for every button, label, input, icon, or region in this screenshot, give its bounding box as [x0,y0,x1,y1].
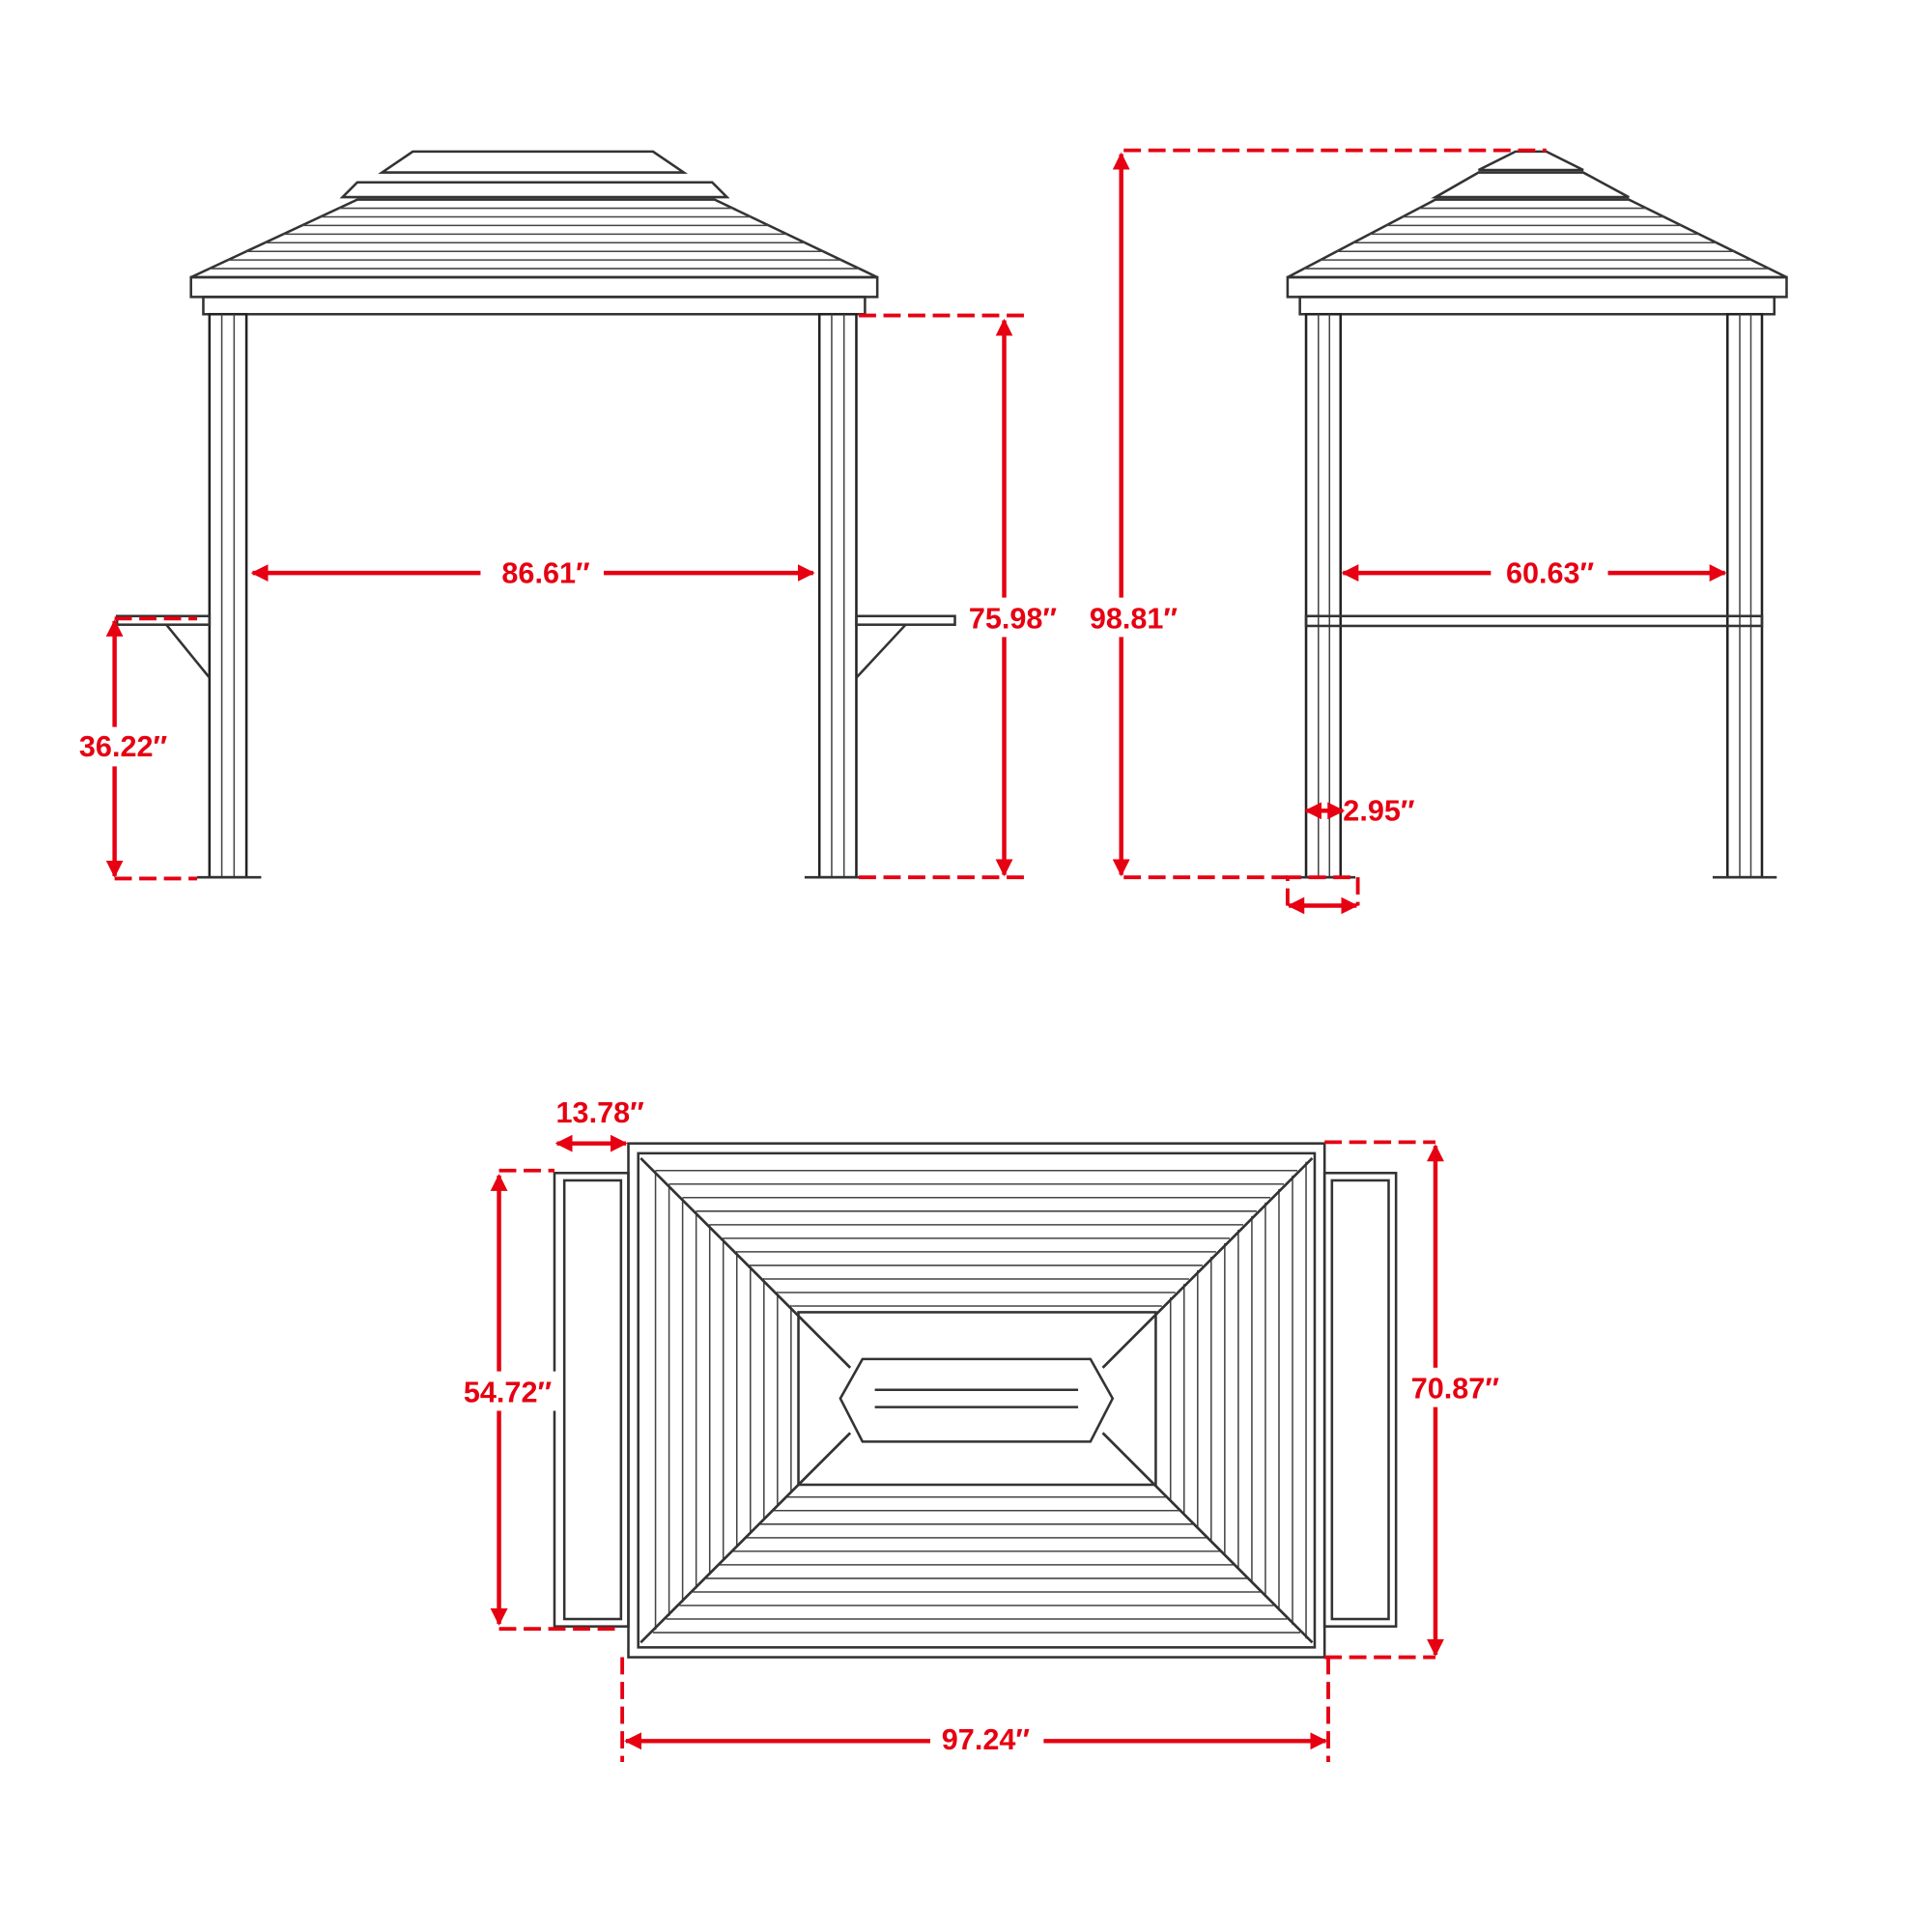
post-width-label: 2.95″ [1343,794,1415,827]
side-left-post [1304,312,1343,879]
roof-outline [627,1142,1326,1659]
length-label: 97.24″ [942,1723,1031,1756]
front-bar-shelves [115,614,956,679]
front-roof [189,150,879,316]
roof-vent [838,1357,1115,1443]
side-roof [1286,150,1788,316]
side-view: 98.81″ 60.63″ 2.95″ [1078,148,1788,915]
side-width-label: 60.63″ [1506,556,1595,589]
top-view: 13.78″ 54.72″ 70.87″ 97.24″ [453,1096,1510,1762]
bar-height-label: 36.22″ [79,730,168,763]
left-shelf [553,1172,630,1628]
roof-ridges [639,1157,1314,1644]
front-width-label: 86.61″ [501,556,590,589]
shelf-length-label: 54.72″ [464,1377,553,1409]
total-height-label: 98.81″ [1090,603,1179,636]
side-bar-shelf [1304,614,1764,628]
side-right-post [1725,312,1764,879]
right-shelf [1322,1172,1398,1628]
shelf-depth-label: 13.78″ [556,1096,645,1129]
front-view: 86.61″ 75.98″ 36.22″ [68,150,1067,881]
front-left-post [208,312,248,879]
front-height-label: 75.98″ [969,603,1058,636]
front-right-post [817,312,858,879]
depth-label: 70.87″ [1411,1373,1500,1406]
